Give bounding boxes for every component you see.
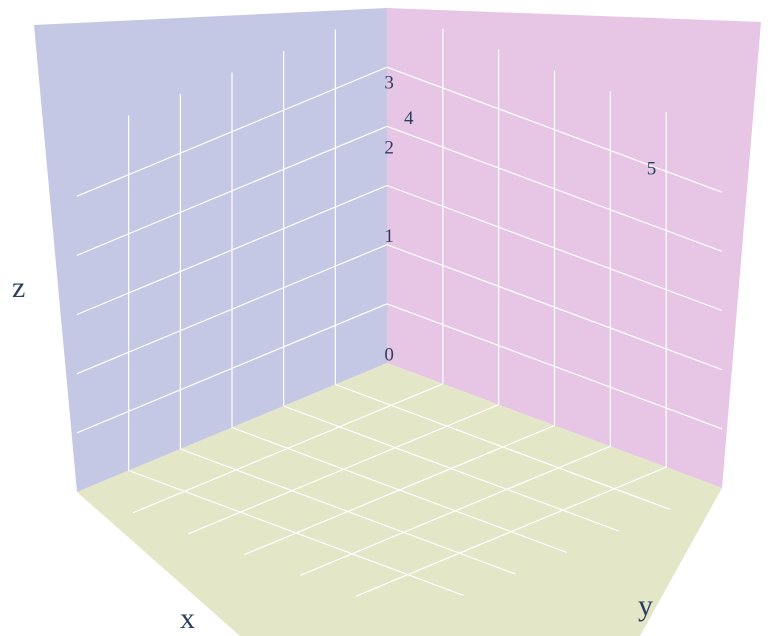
- xz-wall-grid-line: [76, 66, 388, 197]
- data-labels: 0 1 2 34 5: [384, 72, 656, 365]
- data-label-5: 5: [647, 158, 657, 179]
- data-label-4: 4: [404, 108, 414, 129]
- scene-walls: [34, 8, 761, 636]
- data-label-3: 3: [384, 72, 394, 93]
- floor-plane: [77, 363, 722, 636]
- data-label-2: 2: [384, 137, 394, 158]
- xz-wall: [34, 8, 387, 492]
- data-label-0: 0: [384, 345, 394, 366]
- grid-lines: [76, 28, 723, 597]
- y-axis-title: y: [638, 589, 653, 622]
- axis-titles: z x y: [12, 271, 653, 635]
- z-axis-title: z: [12, 271, 25, 304]
- x-axis-title: x: [180, 602, 195, 635]
- yz-wall-grid-line: [386, 66, 723, 193]
- floor-grid-line: [355, 466, 667, 597]
- data-label-1: 1: [384, 226, 394, 247]
- yz-wall: [387, 8, 761, 488]
